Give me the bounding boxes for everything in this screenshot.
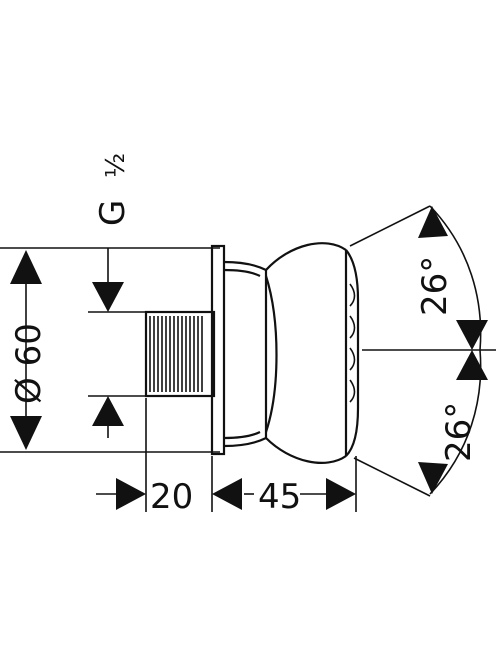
- arrow-bottom: [418, 462, 448, 494]
- arrow-down: [92, 282, 124, 312]
- arrow-up: [92, 396, 124, 426]
- arrow-right: [326, 478, 356, 510]
- arrow-left: [212, 478, 242, 510]
- wall-flange: [210, 244, 226, 456]
- depth-extension-lines: [145, 398, 357, 512]
- arrow-down: [10, 416, 42, 450]
- depth-connection-label: 20: [150, 477, 193, 517]
- dimension-20: 20: [96, 477, 242, 517]
- thread-dimension: G ½: [88, 153, 148, 438]
- arrow-right: [116, 478, 146, 510]
- threaded-connector: [144, 310, 216, 398]
- arrow-up: [10, 250, 42, 284]
- diameter-label: Ø 60: [9, 323, 49, 404]
- depth-body-label: 45: [258, 477, 301, 517]
- shower-head-face: [344, 249, 360, 457]
- diameter-dimension: Ø 60: [9, 250, 49, 450]
- angle-lower-label: 26°: [439, 402, 479, 462]
- thread-letter: G: [93, 200, 133, 226]
- arrow-top: [418, 206, 448, 238]
- thread-size: ½: [101, 153, 131, 178]
- arrow-mid-up: [456, 350, 488, 380]
- body-shape: [223, 242, 347, 464]
- arrow-mid-down: [456, 320, 488, 350]
- dimension-45: 45: [244, 477, 356, 517]
- angle-upper-label: 26°: [415, 256, 455, 316]
